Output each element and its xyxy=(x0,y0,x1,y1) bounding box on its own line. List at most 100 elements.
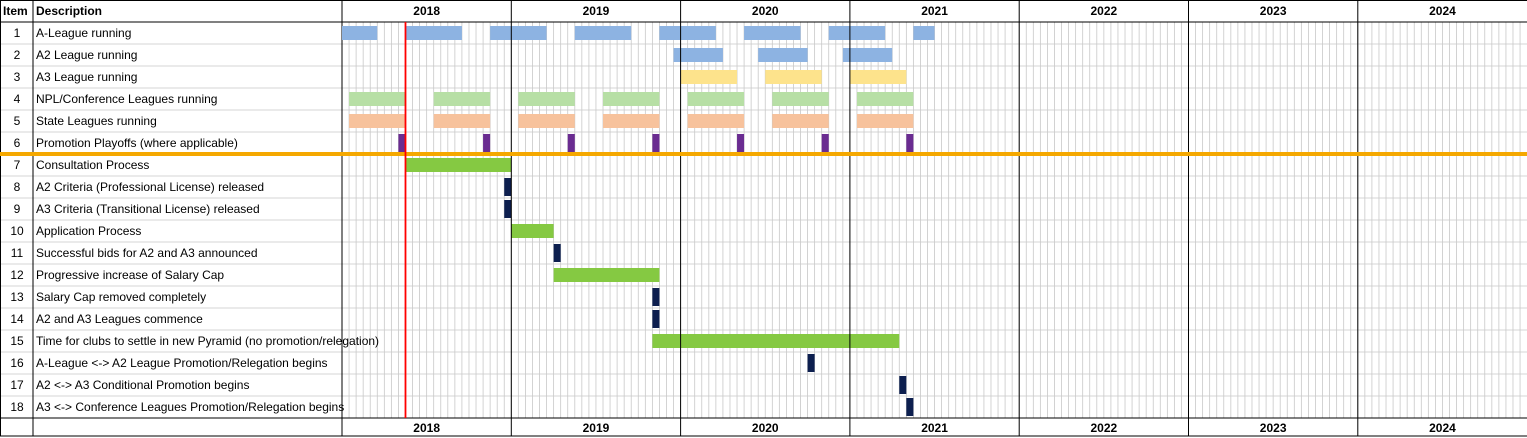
gantt-bar xyxy=(744,26,801,40)
row-description: Salary Cap removed completely xyxy=(36,290,206,304)
gantt-bar xyxy=(504,178,512,196)
row-item-number: 14 xyxy=(10,312,24,326)
gantt-bar xyxy=(899,376,907,394)
row-description: A2 Criteria (Professional License) relea… xyxy=(36,180,264,194)
row-item-number: 3 xyxy=(14,70,21,84)
row-description: Time for clubs to settle in new Pyramid … xyxy=(36,334,379,348)
gantt-bar xyxy=(807,354,815,372)
row-description: Promotion Playoffs (where applicable) xyxy=(36,136,238,150)
row-item-number: 16 xyxy=(10,356,24,370)
row-description: Application Process xyxy=(36,224,141,238)
gantt-bar xyxy=(842,48,893,62)
gantt-bar xyxy=(603,92,660,106)
gantt-bar xyxy=(553,244,561,262)
footer-year-label: 2018 xyxy=(413,421,440,435)
footer-year-label: 2023 xyxy=(1260,421,1287,435)
gantt-bar xyxy=(849,70,907,84)
row-item-number: 12 xyxy=(10,268,24,282)
header-year-label: 2023 xyxy=(1260,4,1287,18)
header-description-label: Description xyxy=(36,4,102,18)
gantt-bar xyxy=(906,134,914,152)
row-item-number: 15 xyxy=(10,334,24,348)
row-description: A3 League running xyxy=(36,70,137,84)
gantt-bar xyxy=(553,268,660,282)
row-description: A2 League running xyxy=(36,48,137,62)
footer-year-label: 2021 xyxy=(921,421,948,435)
gantt-bar xyxy=(567,134,575,152)
footer-year-label: 2022 xyxy=(1090,421,1117,435)
bar-layer xyxy=(342,26,935,416)
gantt-bar xyxy=(687,92,745,106)
gantt-bar xyxy=(828,26,886,40)
header-year-label: 2020 xyxy=(752,4,779,18)
row-item-number: 17 xyxy=(10,378,24,392)
row-description: Consultation Process xyxy=(36,158,149,172)
gantt-bar xyxy=(574,26,632,40)
gantt-bar xyxy=(398,134,406,152)
row-description: A-League <-> A2 League Promotion/Relegat… xyxy=(36,356,328,370)
gantt-bar xyxy=(511,224,554,238)
gantt-bar xyxy=(673,48,723,62)
row-item-number: 2 xyxy=(14,48,21,62)
gantt-bar xyxy=(433,92,491,106)
gantt-bar xyxy=(856,114,914,128)
gantt-bar xyxy=(518,92,575,106)
gantt-bar xyxy=(913,26,935,40)
gantt-bar xyxy=(349,92,406,106)
row-description: State Leagues running xyxy=(36,114,157,128)
gantt-bar xyxy=(433,114,491,128)
gantt-bar xyxy=(821,134,829,152)
header-year-label: 2019 xyxy=(583,4,610,18)
header-year-label: 2021 xyxy=(921,4,948,18)
gantt-bar xyxy=(687,114,745,128)
header-year-label: 2022 xyxy=(1090,4,1117,18)
gantt-bar xyxy=(906,398,914,416)
header-year-label: 2024 xyxy=(1429,4,1456,18)
row-description: A3 Criteria (Transitional License) relea… xyxy=(36,202,260,216)
gantt-bar xyxy=(758,48,808,62)
row-item-number: 7 xyxy=(14,158,21,172)
text-layer: Item Description 2018 2019 2020 2021 2022 202… xyxy=(3,4,1456,435)
row-item-number: 8 xyxy=(14,180,21,194)
row-item-number: 9 xyxy=(14,202,21,216)
row-item-number: 18 xyxy=(10,400,24,414)
header-year-label: 2018 xyxy=(413,4,440,18)
footer-year-label: 2020 xyxy=(752,421,779,435)
row-item-number: 6 xyxy=(14,136,21,150)
row-item-number: 13 xyxy=(10,290,24,304)
gantt-bar xyxy=(680,70,738,84)
gantt-bar xyxy=(603,114,660,128)
row-description: Progressive increase of Salary Cap xyxy=(36,268,224,282)
gantt-bar xyxy=(405,26,462,40)
row-description: A2 and A3 Leagues commence xyxy=(36,312,203,326)
gantt-bar xyxy=(856,92,914,106)
footer-year-label: 2019 xyxy=(583,421,610,435)
gantt-bar xyxy=(342,26,378,40)
gantt-bar xyxy=(349,114,406,128)
gantt-bar xyxy=(518,114,575,128)
header-item-label: Item xyxy=(3,4,28,18)
row-item-number: 1 xyxy=(14,26,21,40)
row-description: A2 <-> A3 Conditional Promotion begins xyxy=(36,378,249,392)
gantt-bar xyxy=(772,114,829,128)
gantt-bar xyxy=(405,158,512,172)
gantt-bar xyxy=(483,134,491,152)
gantt-bar xyxy=(652,288,660,306)
row-item-number: 5 xyxy=(14,114,21,128)
gantt-bar xyxy=(772,92,829,106)
footer-year-label: 2024 xyxy=(1429,421,1456,435)
gantt-bar xyxy=(765,70,822,84)
gantt-bar xyxy=(659,26,716,40)
row-description: A3 <-> Conference Leagues Promotion/Rele… xyxy=(36,400,344,414)
row-description: Successful bids for A2 and A3 announced xyxy=(36,246,258,260)
gantt-bar xyxy=(652,310,660,328)
gantt-bar xyxy=(652,134,660,152)
row-item-number: 10 xyxy=(10,224,24,238)
gantt-bar xyxy=(652,334,900,348)
gantt-bar xyxy=(737,134,745,152)
row-item-number: 4 xyxy=(14,92,21,106)
row-description: A-League running xyxy=(36,26,131,40)
